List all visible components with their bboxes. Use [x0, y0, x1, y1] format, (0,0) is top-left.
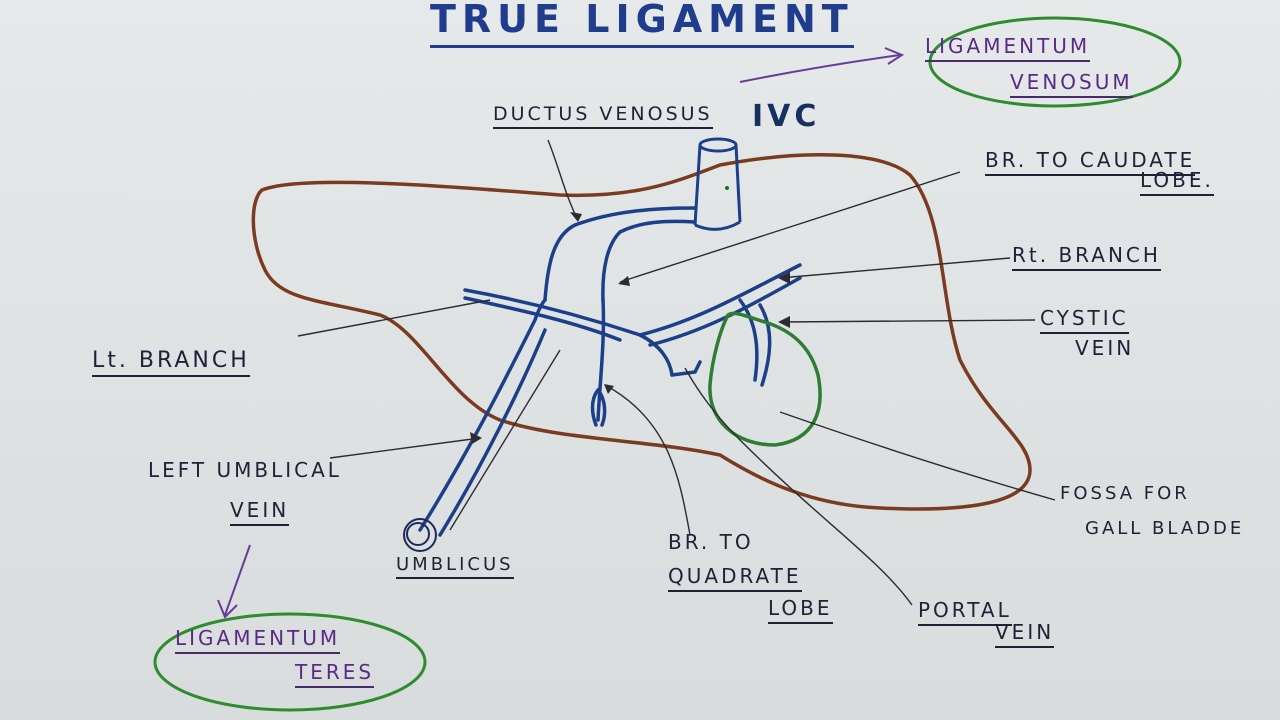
label-br-caudate-1: BR. TO CAUDATE: [985, 148, 1196, 176]
label-cystic-vein-1: CYSTIC: [1040, 306, 1129, 334]
label-umblicus: UMBLICUS: [396, 554, 514, 579]
ligamentum-teres-circle: [153, 612, 427, 712]
label-br-quadrate-3: LOBE: [768, 596, 833, 624]
label-ligamentum-teres-2: TERES: [295, 660, 375, 688]
liver-outline: [251, 153, 1032, 511]
umbilicus-circle: [403, 518, 437, 552]
vessels: [418, 206, 802, 537]
label-lt-branch: Lt. BRANCH: [92, 348, 250, 377]
label-fossa-1: FOSSA FOR: [1060, 483, 1190, 504]
gall-bladder-outline: [708, 311, 822, 447]
label-ligamentum-teres-1: LIGAMENTUM: [175, 626, 341, 654]
label-left-umbilical-2: VEIN: [230, 498, 290, 526]
label-ligamentum-venosum-1: LIGAMENTUM: [925, 34, 1091, 62]
label-portal-vein-1: PORTAL: [918, 598, 1012, 626]
ivc-cylinder: [693, 137, 742, 231]
label-br-quadrate-1: BR. TO: [668, 530, 754, 554]
label-br-quadrate-2: QUADRATE: [668, 564, 802, 592]
label-ligamentum-venosum-2: VENOSUM: [1010, 70, 1133, 98]
ligamentum-venosum-circle: [928, 16, 1182, 108]
diagram-title: TRUE LIGAMENT: [430, 0, 854, 48]
label-left-umbilical-1: LEFT UMBLICAL: [148, 458, 342, 482]
transform-arrows: [217, 47, 905, 619]
label-ductus-venosus: DUCTUS VENOSUS: [493, 103, 713, 129]
label-cystic-vein-2: VEIN: [1075, 336, 1135, 360]
label-portal-vein-2: VEIN: [995, 620, 1055, 648]
label-ivc: IVC: [752, 99, 821, 134]
label-fossa-2: GALL BLADDE: [1085, 518, 1245, 539]
label-rt-branch: Rt. BRANCH: [1012, 243, 1161, 271]
label-br-caudate-2: LOBE.: [1140, 168, 1214, 196]
pointer-lines: [297, 139, 1056, 606]
